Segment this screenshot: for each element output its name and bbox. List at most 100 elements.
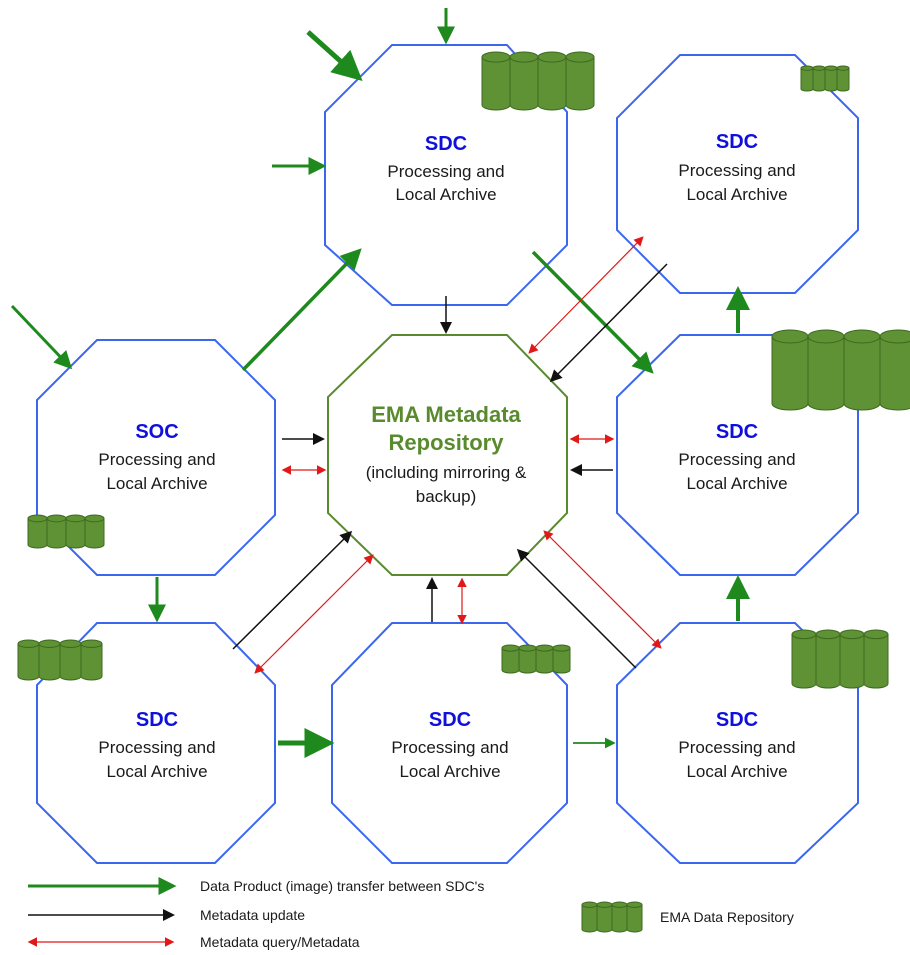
cylinder-icon	[84, 517, 105, 549]
cylinder-top	[815, 629, 841, 640]
cylinder-top	[843, 329, 881, 344]
cylinder-top	[596, 901, 613, 908]
node-subtitle: Local Archive	[106, 762, 207, 781]
center-metadata-repository: EMA Metadata Repository (including mirro…	[327, 334, 568, 576]
cylinder-icon	[38, 643, 61, 681]
cylinder-top	[807, 329, 845, 344]
node-title: SDC	[716, 131, 758, 153]
cylinder-top	[65, 514, 86, 523]
cylinder-top	[509, 51, 539, 63]
cylinder-icon	[535, 647, 554, 674]
cylinder-icon	[771, 335, 809, 411]
node-title: SDC	[716, 421, 758, 443]
cylinder-group-bottom-right	[791, 629, 889, 689]
cylinder-icon	[839, 633, 865, 689]
center-subtitle-line2: backup)	[416, 487, 476, 506]
cylinder-group-bottom-left	[17, 639, 103, 681]
transfer-arrow	[10, 304, 73, 370]
cylinder-top	[27, 514, 48, 523]
cylinder-icon	[836, 67, 850, 92]
cylinder-icon	[501, 647, 520, 674]
cylinder-icon	[17, 643, 40, 681]
cylinder-icon	[27, 517, 48, 549]
node-title: SDC	[136, 709, 178, 731]
cylinder-group-left	[27, 514, 105, 549]
center-title-line1: EMA Metadata	[371, 402, 521, 427]
node-subtitle: Local Archive	[686, 185, 787, 204]
transfer-arrow	[241, 248, 362, 372]
cylinder-top	[84, 514, 105, 523]
cylinder-icon	[824, 67, 838, 92]
node-subtitle: Processing and	[678, 161, 795, 180]
cylinder-icon	[59, 643, 82, 681]
cylinder-icon	[843, 335, 881, 411]
cylinder-top	[38, 639, 61, 649]
cylinder-icon	[879, 335, 910, 411]
cylinder-icon	[800, 67, 814, 92]
cylinder-icon	[80, 643, 103, 681]
cylinder-top	[771, 329, 809, 344]
legend-repository-label: EMA Data Repository	[660, 909, 794, 925]
node-title: SOC	[135, 421, 178, 443]
legend-query-label: Metadata query/Metadata	[200, 934, 360, 950]
node-subtitle: Processing and	[391, 738, 508, 757]
cylinder-icon	[46, 517, 67, 549]
node-subtitle: Local Archive	[686, 474, 787, 493]
cylinder-top	[565, 51, 595, 63]
cylinder-top	[611, 901, 628, 908]
node-subtitle: Local Archive	[686, 762, 787, 781]
cylinder-icon	[537, 56, 567, 111]
cylinder-top	[836, 65, 850, 71]
legend-update-label: Metadata update	[200, 907, 305, 923]
cylinder-top	[481, 51, 511, 63]
query-arrow	[254, 554, 374, 674]
node-title: SDC	[425, 133, 467, 155]
center-subtitle-line1: (including mirroring &	[366, 463, 527, 482]
cylinder-icon	[509, 56, 539, 111]
cylinder-icon	[807, 335, 845, 411]
transfer-arrow	[531, 250, 654, 374]
node-subtitle: Processing and	[98, 738, 215, 757]
cylinder-top	[518, 644, 537, 652]
cylinder-icon	[815, 633, 841, 689]
cylinder-icon	[626, 904, 643, 933]
cylinder-top	[879, 329, 910, 344]
cylinder-top	[59, 639, 82, 649]
node-subtitle: Processing and	[98, 450, 215, 469]
cylinder-top	[824, 65, 838, 71]
node-subtitle: Processing and	[678, 738, 795, 757]
node-subtitle: Processing and	[387, 162, 504, 181]
cylinder-top	[501, 644, 520, 652]
cylinder-top	[80, 639, 103, 649]
node-sdc-top: SDC Processing and Local Archive	[324, 44, 568, 306]
query-arrow	[528, 236, 644, 354]
cylinder-group-top-right	[800, 65, 850, 92]
cylinder-top	[581, 901, 598, 908]
cylinder-icon	[596, 904, 613, 933]
cylinder-group-legend	[581, 901, 643, 933]
cylinder-icon	[863, 633, 889, 689]
cylinder-icon	[565, 56, 595, 111]
cylinder-group-bottom-center	[501, 644, 571, 674]
cylinder-icon	[791, 633, 817, 689]
cylinder-top	[17, 639, 40, 649]
cylinder-icon	[611, 904, 628, 933]
cylinder-top	[812, 65, 826, 71]
query-arrow	[543, 530, 662, 649]
cylinder-top	[552, 644, 571, 652]
cylinder-top	[863, 629, 889, 640]
cylinder-icon	[481, 56, 511, 111]
cylinder-icon	[518, 647, 537, 674]
node-sdc-bottom-left: SDC Processing and Local Archive	[36, 622, 276, 864]
cylinder-top	[626, 901, 643, 908]
cylinder-icon	[65, 517, 86, 549]
cylinder-icon	[552, 647, 571, 674]
node-title: SDC	[716, 709, 758, 731]
node-sdc-top-right: SDC Processing and Local Archive	[616, 54, 859, 294]
cylinder-top	[839, 629, 865, 640]
cylinder-group-top	[481, 51, 595, 111]
node-subtitle: Local Archive	[106, 474, 207, 493]
node-subtitle: Local Archive	[395, 185, 496, 204]
update-arrow	[549, 263, 668, 383]
